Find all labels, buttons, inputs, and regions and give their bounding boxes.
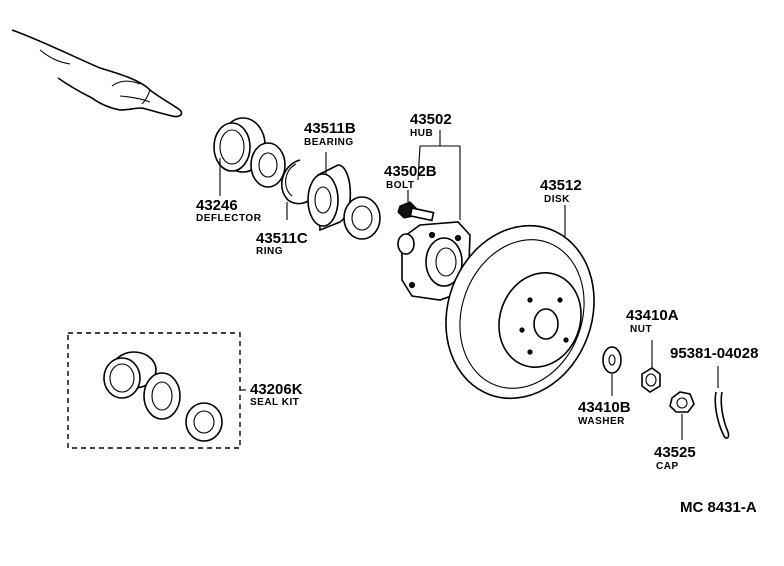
cap-name: CAP bbox=[656, 461, 679, 472]
deflector-number: 43246 bbox=[196, 197, 238, 214]
reference-code: MC 8431-A bbox=[680, 499, 757, 516]
pointing-hand-icon bbox=[11, 29, 183, 118]
label-disk: 43512 DISK bbox=[540, 177, 582, 205]
seal-kit-group bbox=[67, 332, 246, 449]
washer-part bbox=[602, 346, 622, 396]
label-ring: 43511C RING bbox=[256, 230, 308, 257]
pin-part bbox=[714, 366, 730, 439]
ring-name: RING bbox=[256, 246, 283, 257]
bolt-number: 43502B bbox=[384, 163, 437, 180]
nut-name: NUT bbox=[630, 324, 652, 335]
label-bolt: 43502B BOLT bbox=[384, 163, 437, 191]
nut-part bbox=[641, 340, 661, 393]
deflector-part bbox=[213, 117, 266, 196]
pin-number: 95381-04028 bbox=[670, 345, 758, 362]
label-deflector: 43246 DEFLECTOR bbox=[196, 197, 262, 224]
label-bearing: 43511B BEARING bbox=[304, 120, 356, 148]
bearing-number: 43511B bbox=[304, 120, 356, 137]
bearing-part bbox=[250, 142, 381, 240]
deflector-name: DEFLECTOR bbox=[196, 213, 262, 224]
seal-kit-number: 43206K bbox=[250, 381, 303, 398]
disk-number: 43512 bbox=[540, 177, 582, 194]
ring-part bbox=[280, 159, 313, 220]
bearing-name: BEARING bbox=[304, 137, 354, 148]
label-cap: 43525 CAP bbox=[654, 444, 696, 472]
washer-number: 43410B bbox=[578, 399, 631, 416]
bolt-name: BOLT bbox=[386, 180, 414, 191]
disk-part bbox=[445, 205, 595, 400]
label-washer: 43410B WASHER bbox=[578, 399, 631, 427]
seal-kit-name: SEAL KIT bbox=[250, 397, 299, 408]
disk-name: DISK bbox=[544, 194, 570, 205]
hub-name: HUB bbox=[410, 128, 433, 139]
nut-number: 43410A bbox=[626, 307, 679, 324]
cap-number: 43525 bbox=[654, 444, 696, 461]
label-hub: 43502 HUB bbox=[410, 111, 452, 139]
label-nut: 43410A NUT bbox=[626, 307, 679, 335]
bolt-part bbox=[397, 190, 435, 222]
cap-part bbox=[669, 391, 695, 440]
label-pin: 95381-04028 bbox=[670, 345, 758, 362]
label-seal-kit: 43206K SEAL KIT bbox=[250, 381, 303, 408]
hub-number: 43502 bbox=[410, 111, 452, 128]
ring-number: 43511C bbox=[256, 230, 308, 247]
hub-part bbox=[397, 130, 471, 301]
washer-name: WASHER bbox=[578, 416, 625, 427]
